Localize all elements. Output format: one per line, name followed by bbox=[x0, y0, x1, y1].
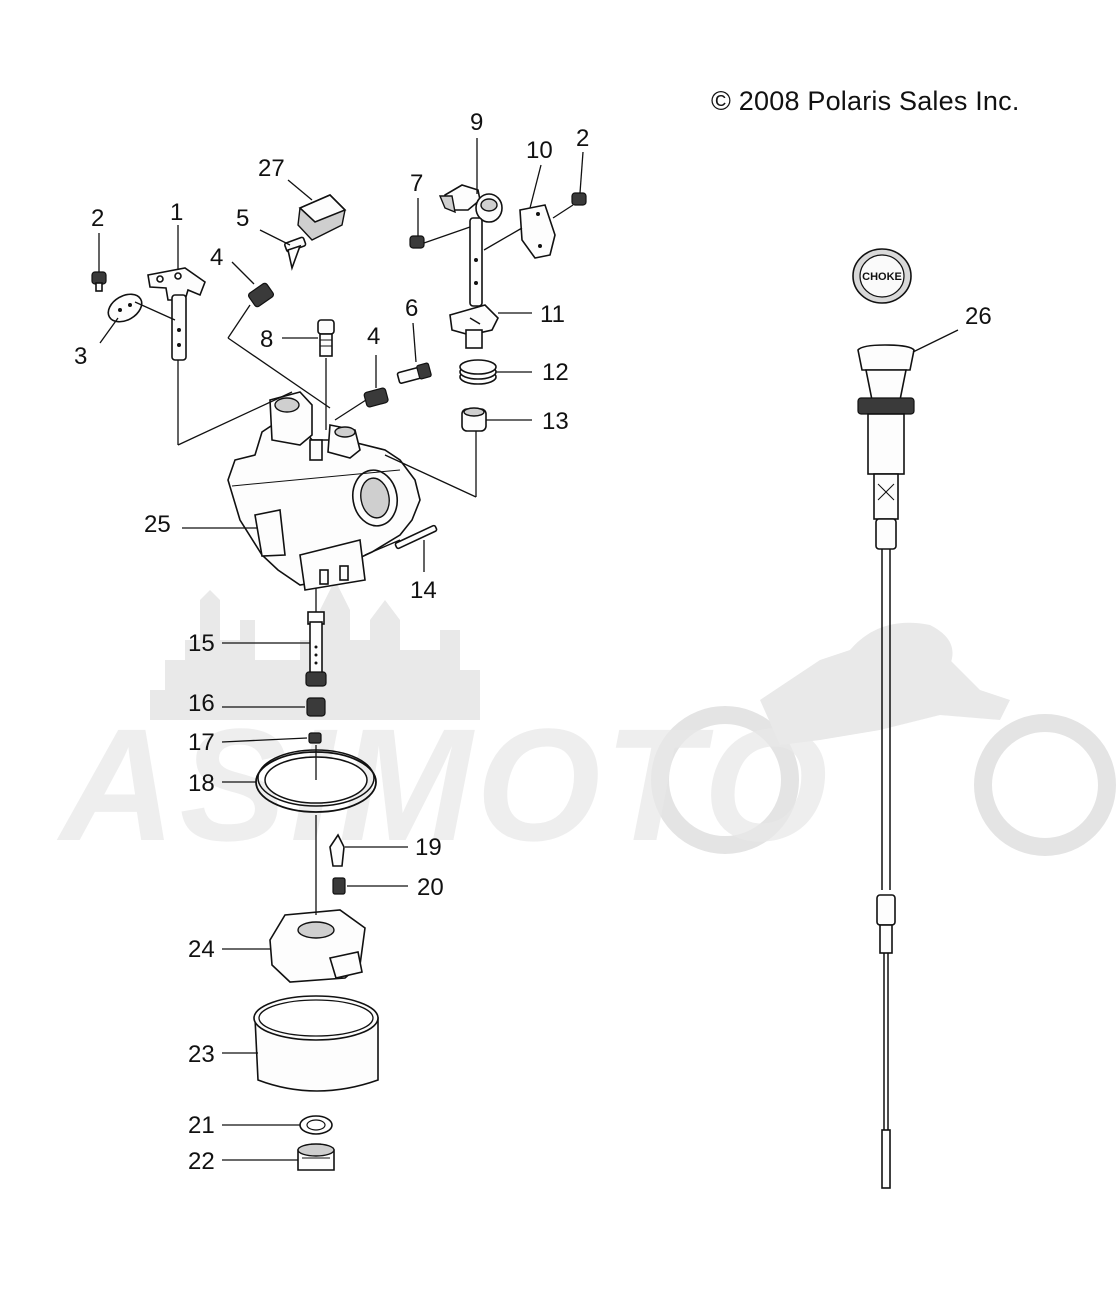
callout-7: 7 bbox=[410, 170, 423, 197]
callout-14: 14 bbox=[410, 577, 437, 604]
callout-18: 18 bbox=[188, 770, 215, 797]
callout-15: 15 bbox=[188, 630, 215, 657]
callout-23: 23 bbox=[188, 1041, 215, 1068]
choke-cap: CHOKE bbox=[852, 248, 912, 304]
part-26-choke-cable bbox=[857, 329, 959, 1189]
part-19-needle-valve bbox=[329, 833, 408, 867]
callout-1: 1 bbox=[170, 199, 183, 226]
watermark-text: ASIMOTO bbox=[56, 695, 832, 874]
watermark-motorcycle-body bbox=[760, 640, 1010, 745]
part-4-spring-lower bbox=[334, 355, 389, 421]
callout-27: 27 bbox=[258, 155, 285, 182]
part-1-throttle-shaft bbox=[147, 225, 206, 361]
part-15-emulsion-tube bbox=[222, 588, 327, 687]
part-9-choke-shaft bbox=[438, 138, 503, 307]
watermark-motorcycle-rear-wheel bbox=[651, 706, 799, 854]
callout-17: 17 bbox=[188, 729, 215, 756]
assembly-leaders-left bbox=[177, 360, 293, 446]
callout-5: 5 bbox=[236, 205, 249, 232]
callout-16: 16 bbox=[188, 690, 215, 717]
callout-22: 22 bbox=[188, 1148, 215, 1175]
part-10-choke-plate bbox=[483, 164, 574, 259]
part-18-gasket bbox=[222, 745, 377, 813]
callout-10: 10 bbox=[526, 137, 553, 164]
part-24-float bbox=[222, 815, 366, 983]
part-11-choke-lever bbox=[449, 304, 532, 349]
part-27-cap bbox=[287, 179, 347, 241]
callout-2-left: 2 bbox=[91, 205, 104, 232]
callout-25: 25 bbox=[144, 511, 171, 538]
callout-6: 6 bbox=[405, 295, 418, 322]
part-8-idle-screw bbox=[282, 319, 335, 430]
part-3-throttle-plate bbox=[99, 293, 176, 344]
part-13-bushing bbox=[384, 407, 532, 498]
callout-12: 12 bbox=[542, 359, 569, 386]
watermark: ASIMOTO bbox=[56, 580, 1116, 874]
callout-labels: 1 2 2 3 4 4 5 6 7 8 9 10 11 12 13 14 15 … bbox=[74, 109, 992, 1175]
part-16-main-jet bbox=[222, 697, 326, 717]
choke-cap-label: CHOKE bbox=[862, 271, 902, 283]
part-21-washer bbox=[222, 1115, 333, 1135]
callout-24: 24 bbox=[188, 936, 215, 963]
callout-8: 8 bbox=[260, 326, 273, 353]
part-23-float-bowl bbox=[222, 995, 379, 1092]
part-7-screw bbox=[409, 198, 471, 249]
part-20-spring bbox=[332, 877, 408, 895]
callout-19: 19 bbox=[415, 834, 442, 861]
part-5-pilot-screw bbox=[259, 229, 307, 271]
callout-20: 20 bbox=[417, 874, 444, 901]
part-17-small-jet bbox=[221, 732, 322, 744]
watermark-motorcycle-front-wheel bbox=[974, 714, 1116, 856]
part-14-pin bbox=[364, 524, 438, 572]
watermark-motorcycle-tank bbox=[850, 622, 953, 670]
callout-11: 11 bbox=[540, 301, 565, 328]
part-4-spring-upper bbox=[227, 261, 331, 409]
part-25-carburetor-body bbox=[182, 391, 421, 591]
callout-3: 3 bbox=[74, 343, 87, 370]
callout-4-upper: 4 bbox=[210, 244, 223, 271]
part-2-screw-right bbox=[571, 151, 587, 206]
callout-13: 13 bbox=[542, 408, 569, 435]
part-2-screw-left bbox=[91, 233, 107, 292]
callout-2-right: 2 bbox=[576, 125, 589, 152]
part-6-screw bbox=[396, 322, 432, 384]
callout-9: 9 bbox=[470, 109, 483, 136]
callout-4-lower: 4 bbox=[367, 323, 380, 350]
copyright-notice: © 2008 Polaris Sales Inc. bbox=[711, 86, 1020, 116]
part-12-choke-spring bbox=[459, 359, 532, 385]
part-22-drain-bolt bbox=[222, 1143, 335, 1171]
callout-21: 21 bbox=[188, 1112, 215, 1139]
callout-26: 26 bbox=[965, 303, 992, 330]
